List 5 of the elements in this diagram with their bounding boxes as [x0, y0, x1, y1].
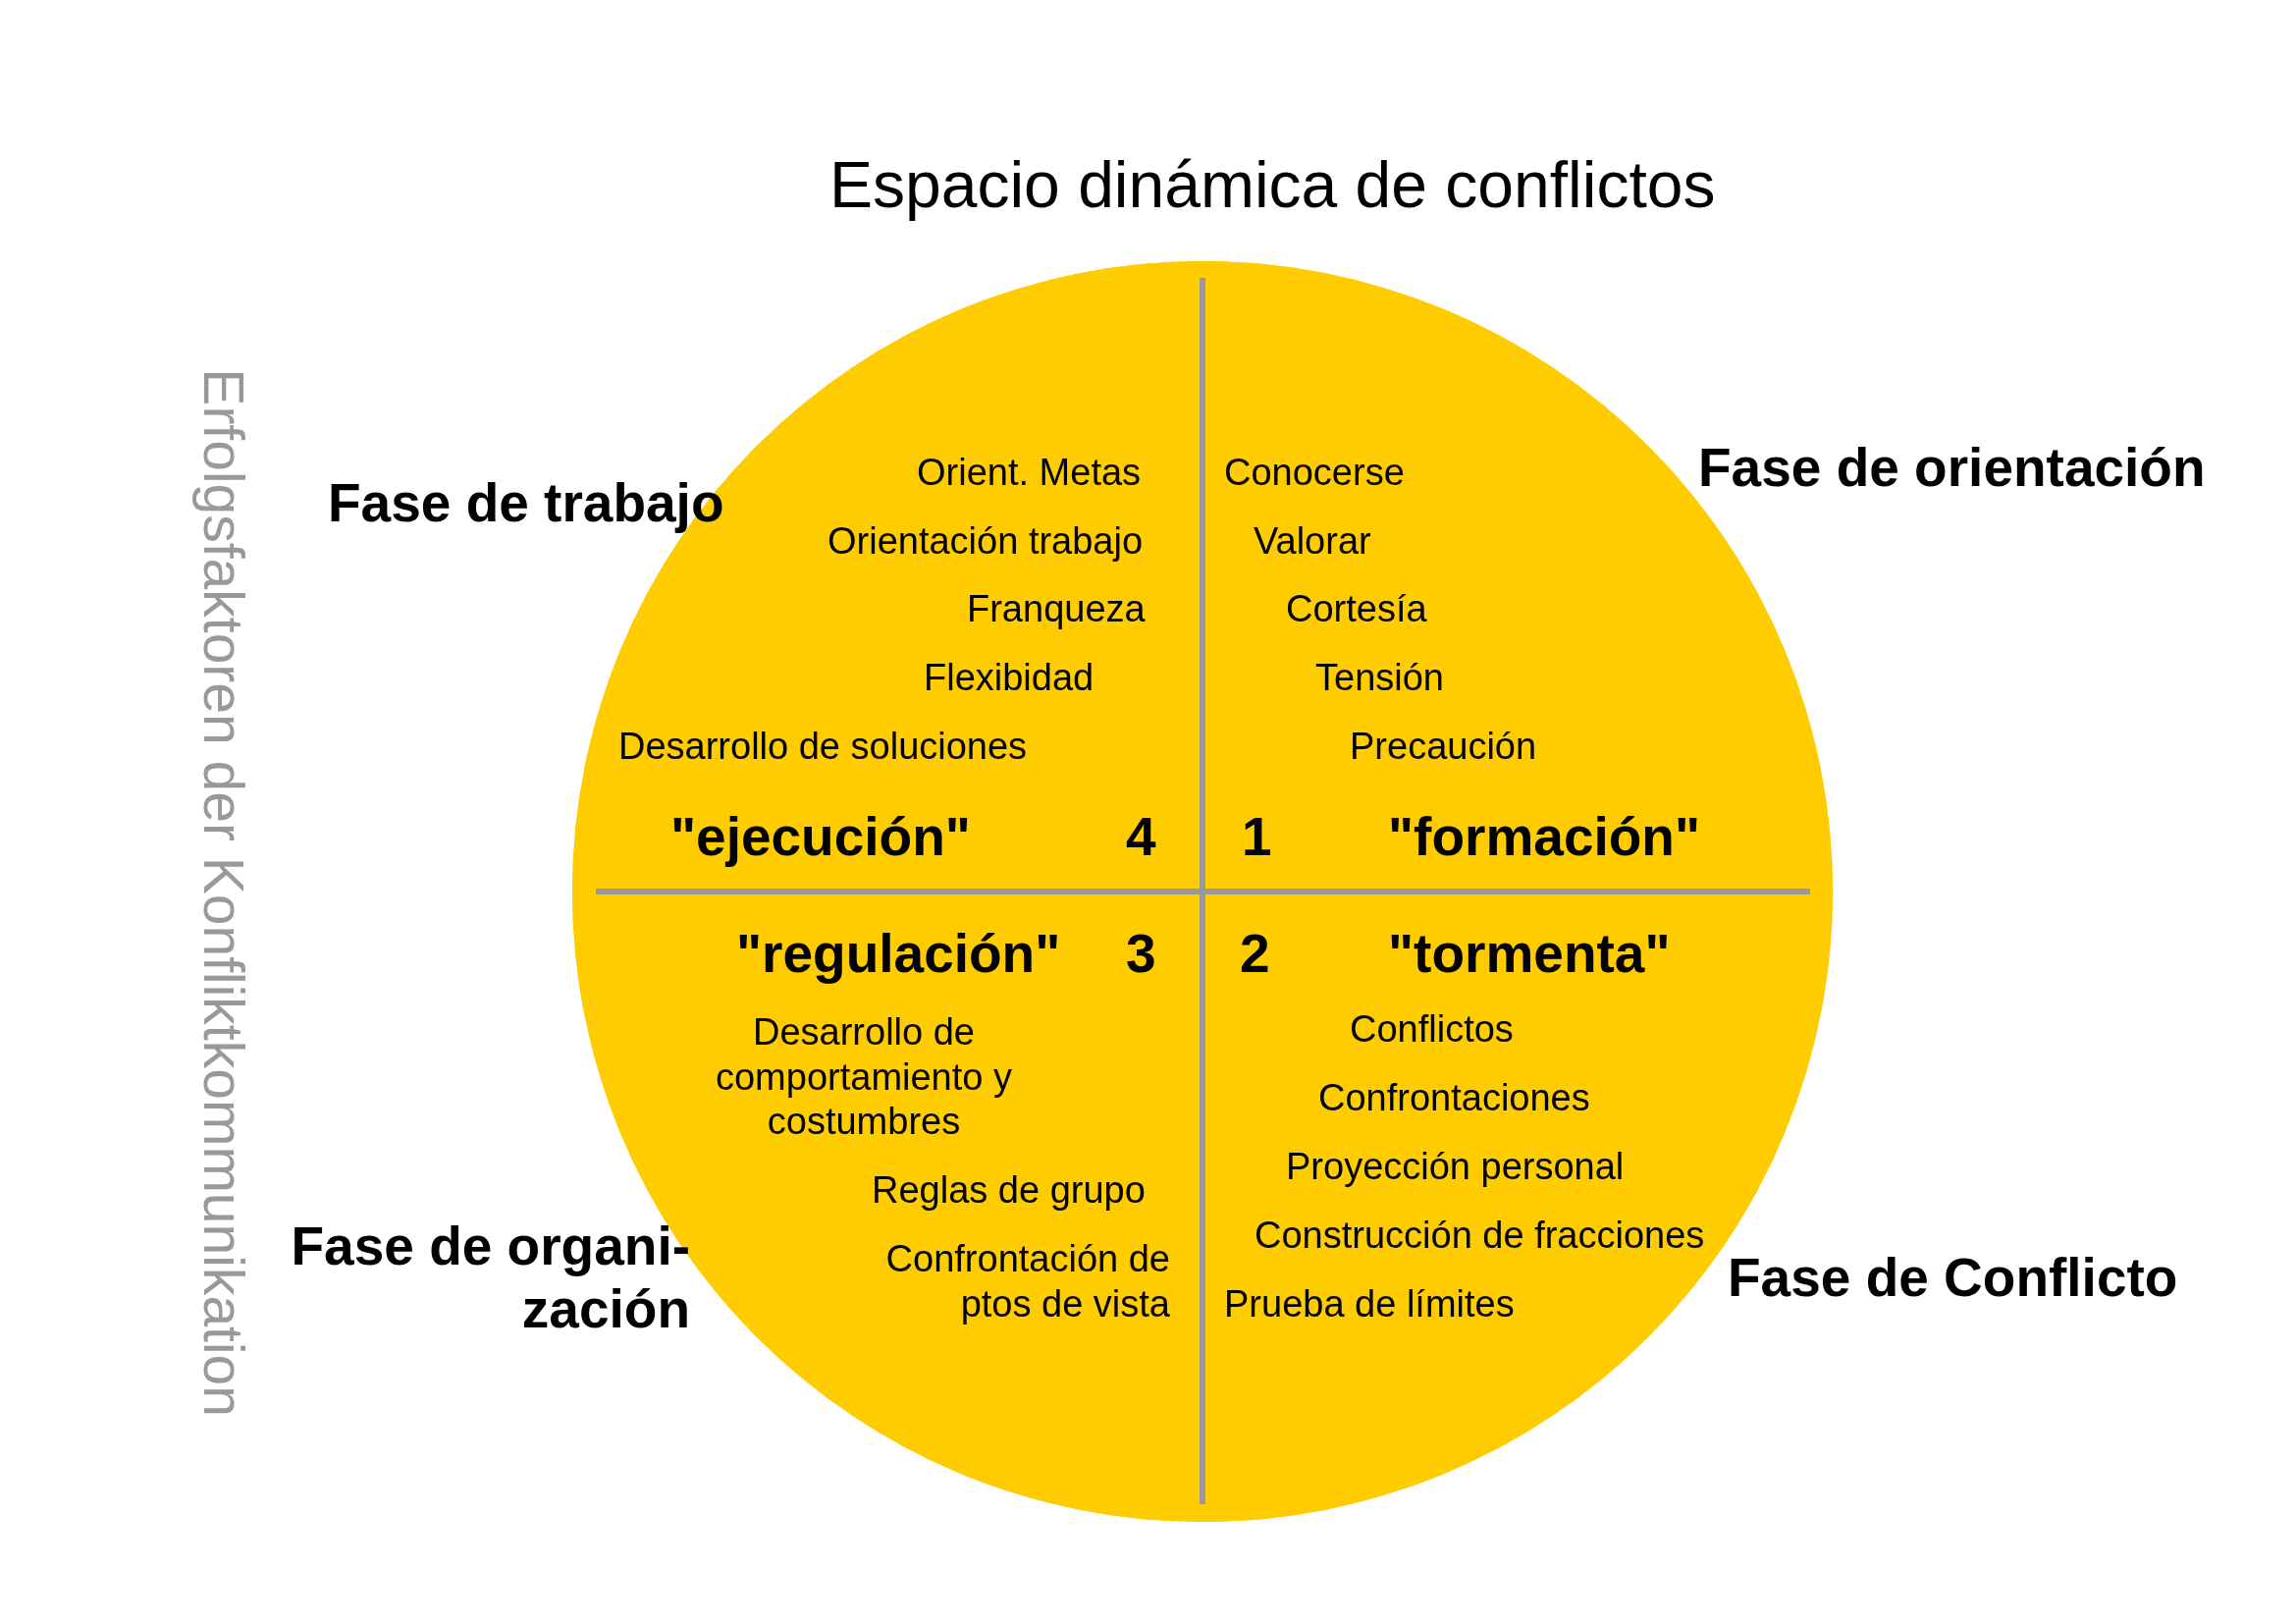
- phase-title: Fase de Conflicto: [1728, 1246, 2178, 1310]
- phase-title: Fase de orientación: [1698, 436, 2206, 500]
- diagram-title: Espacio dinámica de conflictos: [829, 147, 1716, 223]
- phase-title: Fase de organi- zación: [290, 1215, 690, 1340]
- side-label: Erfolgsfaktoren der Konfliktkommunikation: [191, 368, 257, 1418]
